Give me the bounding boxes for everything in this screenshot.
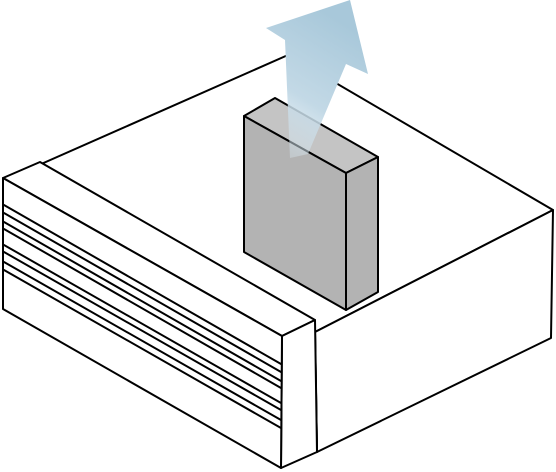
drive-bay-2 bbox=[3, 221, 282, 389]
front-bezel bbox=[2, 161, 318, 469]
card-side-face bbox=[345, 156, 379, 311]
drive-bay-1 bbox=[3, 204, 282, 373]
bezel-side-face bbox=[280, 319, 318, 469]
drive-bay-3 bbox=[3, 244, 282, 411]
drive-bay-4 bbox=[3, 261, 282, 429]
arrow-up-right-icon bbox=[266, 0, 368, 158]
